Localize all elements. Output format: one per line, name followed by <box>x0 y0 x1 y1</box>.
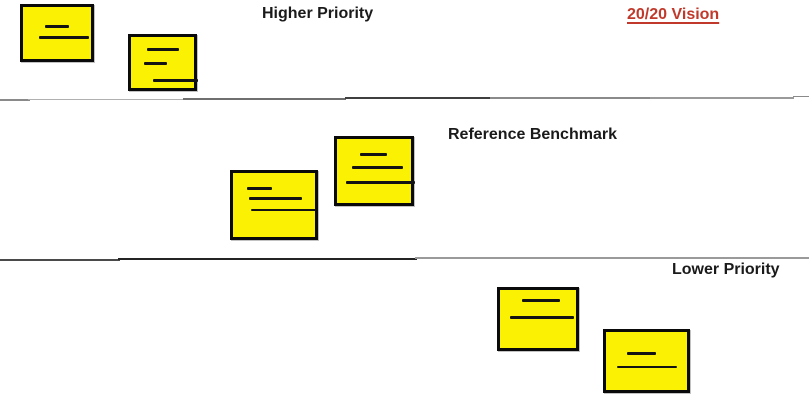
divider-top <box>650 97 794 99</box>
divider-top <box>490 96 651 99</box>
lower-priority-label: Lower Priority <box>672 261 780 278</box>
note-scribble-line <box>352 166 403 169</box>
note-scribble-line <box>522 299 560 302</box>
note-scribble-line <box>144 62 167 65</box>
divider-top <box>793 95 809 97</box>
note-scribble-line <box>510 316 574 319</box>
note-scribble-line <box>627 352 656 355</box>
vision-title: 20/20 Vision <box>627 6 720 23</box>
note-scribble-line <box>251 209 316 211</box>
note-scribble-line <box>45 25 69 28</box>
divider-top <box>345 97 491 99</box>
divider-top <box>183 98 346 100</box>
note-scribble-line <box>39 36 89 39</box>
note-scribble-line <box>153 79 198 82</box>
note-scribble-line <box>147 48 179 51</box>
sticky-note-higher-priority[interactable] <box>20 4 94 62</box>
note-scribble-line <box>346 181 415 184</box>
note-scribble-line <box>360 153 387 156</box>
note-scribble-line <box>249 197 302 200</box>
sticky-note-higher-priority[interactable] <box>128 34 198 91</box>
divider-top <box>28 98 184 100</box>
sticky-note-reference-benchmark[interactable] <box>334 136 415 206</box>
divider-bottom <box>118 257 417 260</box>
sticky-note-lower-priority[interactable] <box>497 287 579 351</box>
note-scribble-line <box>247 187 272 190</box>
sticky-note-reference-benchmark[interactable] <box>230 170 318 240</box>
higher-priority-label: Higher Priority <box>262 5 374 22</box>
divider-bottom <box>0 259 120 261</box>
sticky-note-lower-priority[interactable] <box>603 329 690 393</box>
note-scribble-line <box>617 366 677 368</box>
divider-bottom <box>415 256 809 259</box>
divider-top <box>0 99 30 101</box>
reference-benchmark-label: Reference Benchmark <box>448 126 617 143</box>
